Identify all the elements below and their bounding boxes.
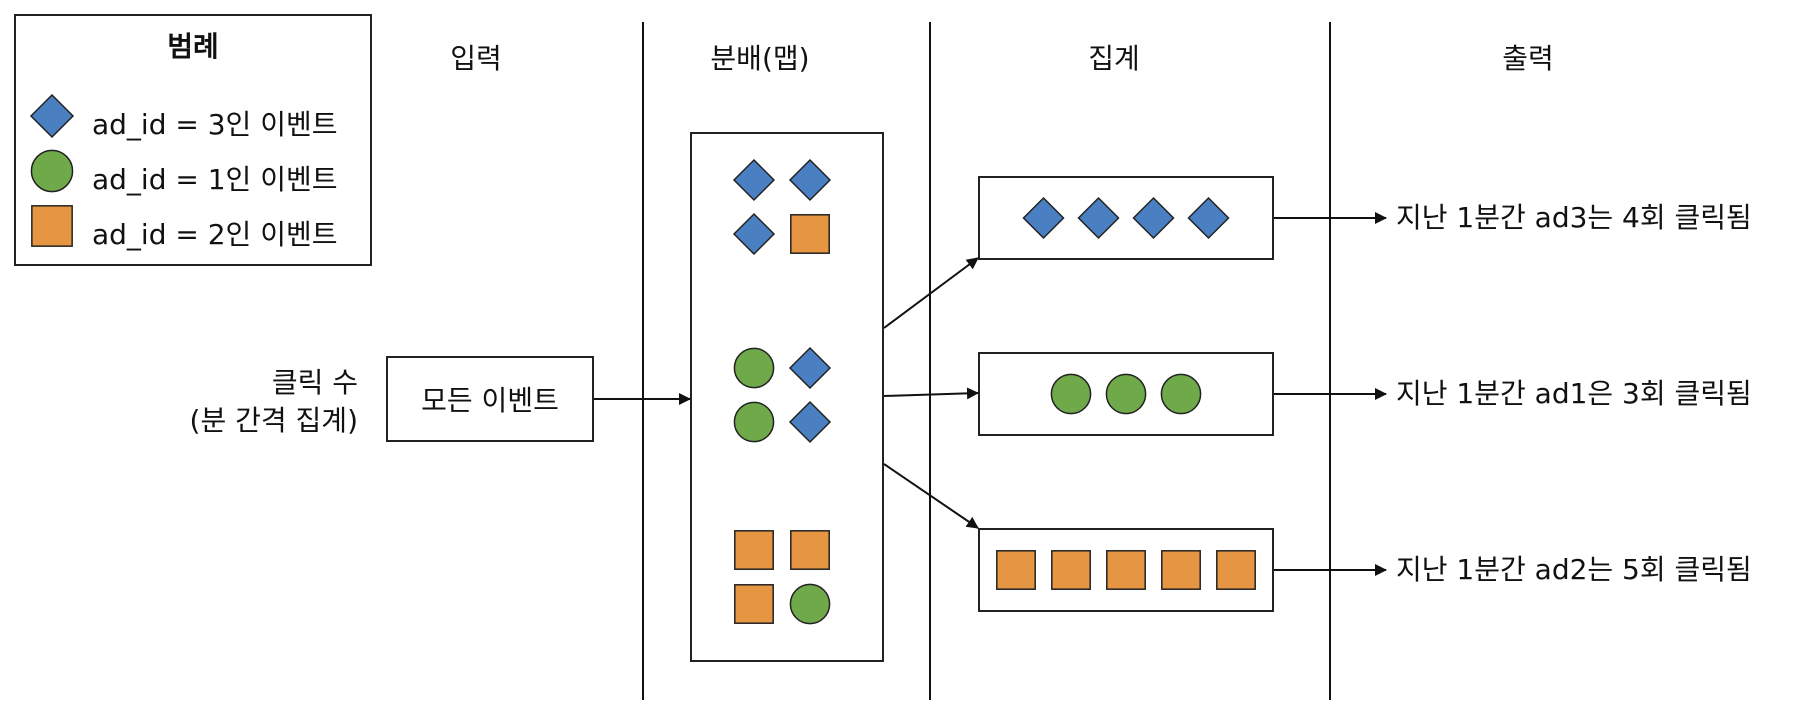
legend-label-ad1: ad_id = 1인 이벤트 xyxy=(92,163,338,196)
output-label-ad1: 지난 1분간 ad1은 3회 클릭됨 xyxy=(1396,377,1752,410)
aggregate-diamond-event xyxy=(1022,196,1065,240)
legend-box: 범례 ad_id = 3인 이벤트 ad_id = 1인 이벤트 ad_id =… xyxy=(14,14,372,266)
arrow-partition-to-ad3 xyxy=(883,257,979,329)
output-label-ad2: 지난 1분간 ad2는 5회 클릭됨 xyxy=(1396,553,1752,586)
aggregate-circle-event xyxy=(1160,373,1202,415)
partition-diamond-event xyxy=(732,212,776,256)
arrow-partition-to-ad1 xyxy=(883,387,979,400)
partition-diamond-event xyxy=(732,158,776,202)
arrow-partition-to-ad2 xyxy=(883,463,979,529)
partition-circle-event xyxy=(733,347,775,389)
aggregate-square-event xyxy=(1106,550,1146,590)
legend-diamond-icon xyxy=(29,93,75,139)
legend-label-ad3: ad_id = 3인 이벤트 xyxy=(92,108,338,141)
aggregate-square-event xyxy=(1161,550,1201,590)
input-caption-line2: (분 간격 집계) xyxy=(189,404,358,437)
partition-diamond-event xyxy=(788,346,832,390)
aggregate-circle-event xyxy=(1105,373,1147,415)
stage-header-output: 출력 xyxy=(1502,42,1554,75)
partition-diamond-event xyxy=(788,158,832,202)
input-caption: 클릭 수 (분 간격 집계) xyxy=(150,364,358,440)
legend-title: 범례 xyxy=(167,30,219,63)
aggregate-diamond-event xyxy=(1187,196,1230,240)
output-label-ad3: 지난 1분간 ad3는 4회 클릭됨 xyxy=(1396,201,1752,234)
partition-box xyxy=(690,132,884,662)
aggregate-circle-event xyxy=(1050,373,1092,415)
partition-square-event xyxy=(734,530,774,570)
input-caption-line1: 클릭 수 xyxy=(271,366,358,399)
legend-circle-icon xyxy=(30,149,74,193)
partition-square-event xyxy=(790,530,830,570)
partition-square-event xyxy=(734,584,774,624)
aggregate-diamond-event xyxy=(1077,196,1120,240)
aggregate-square-event xyxy=(996,550,1036,590)
aggregate-square-event xyxy=(1051,550,1091,590)
aggregate-square-event xyxy=(1216,550,1256,590)
partition-square-event xyxy=(790,214,830,254)
stage-header-aggregate: 집계 xyxy=(1088,42,1140,75)
stage-header-partition: 분배(맵) xyxy=(710,42,810,75)
partition-circle-event xyxy=(789,583,831,625)
stage-header-input: 입력 xyxy=(450,42,502,75)
legend-label-ad2: ad_id = 2인 이벤트 xyxy=(92,218,338,251)
aggregate-diamond-event xyxy=(1132,196,1175,240)
all-events-box: 모든 이벤트 xyxy=(386,356,594,442)
partition-circle-event xyxy=(733,401,775,443)
partition-diamond-event xyxy=(788,400,832,444)
all-events-label: 모든 이벤트 xyxy=(421,384,559,417)
legend-square-icon xyxy=(31,205,73,247)
